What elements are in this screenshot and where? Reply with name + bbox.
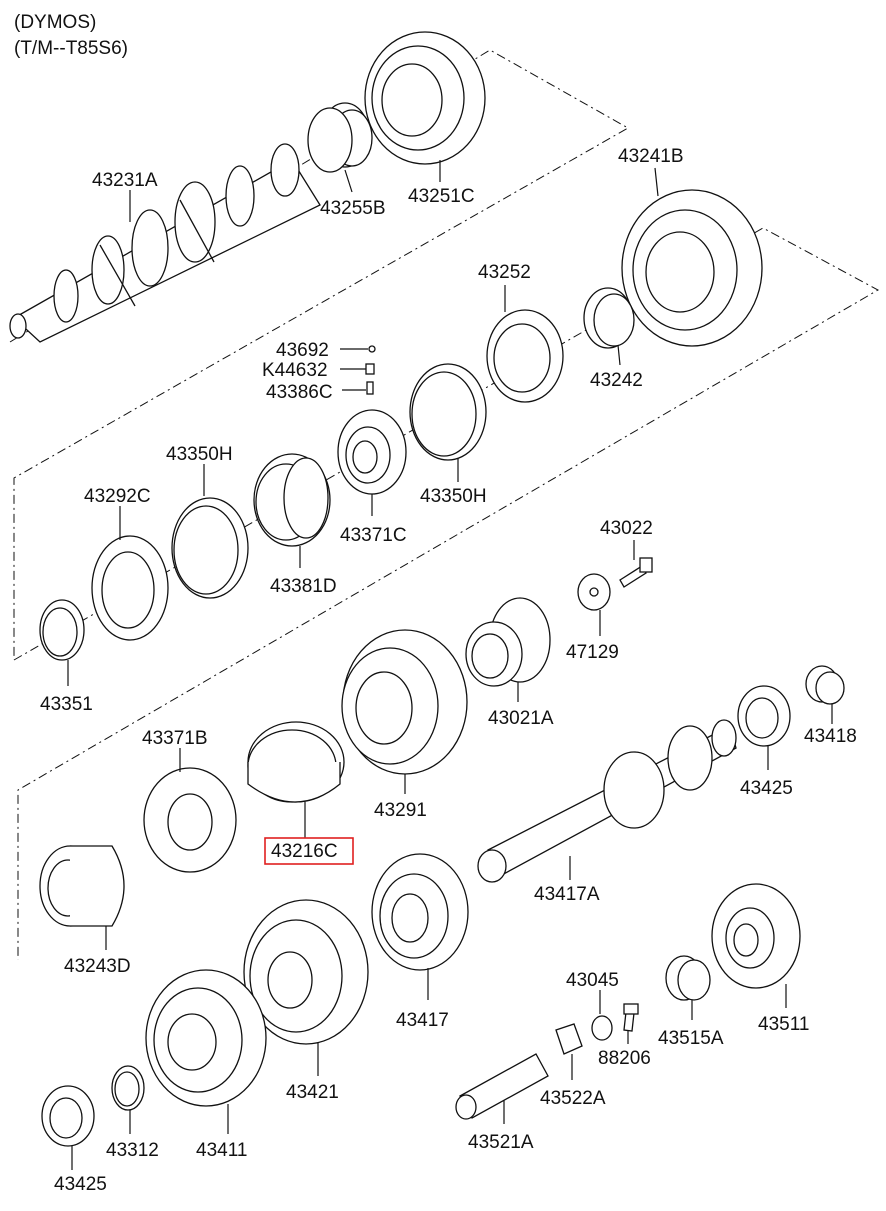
gear-43421[interactable] <box>243 899 369 1045</box>
label-43351[interactable]: 43351 <box>40 694 93 715</box>
ball-43692[interactable] <box>368 345 376 353</box>
spring-43386C[interactable] <box>366 381 374 395</box>
label-43022[interactable]: 43022 <box>600 518 653 539</box>
synchro-hub-43371C[interactable] <box>337 409 407 495</box>
gear-43251C[interactable] <box>364 31 486 165</box>
label-43231A[interactable]: 43231A <box>92 170 158 191</box>
ball-bearing-43425-left[interactable] <box>41 1085 95 1147</box>
key-K44632[interactable] <box>365 363 375 375</box>
label-43381D[interactable]: 43381D <box>270 576 337 597</box>
label-43350H-left[interactable]: 43350H <box>166 444 233 465</box>
o-ring-43045[interactable] <box>591 1015 613 1041</box>
label-43386C[interactable]: 43386C <box>266 382 333 403</box>
label-43243D[interactable]: 43243D <box>64 956 131 977</box>
leader-43242 <box>617 344 621 366</box>
label-43521A[interactable]: 43521A <box>468 1132 534 1153</box>
main-shaft-43231A[interactable] <box>9 143 321 343</box>
label-43216C[interactable]: 43216C <box>271 841 338 862</box>
label-43251C[interactable]: 43251C <box>408 186 475 207</box>
label-43417[interactable]: 43417 <box>396 1010 449 1031</box>
label-43425-right[interactable]: 43425 <box>740 778 793 799</box>
synchro-ring-43292C[interactable] <box>91 535 169 641</box>
needle-bearing-43242[interactable] <box>583 287 635 349</box>
label-43511[interactable]: 43511 <box>758 1014 809 1035</box>
label-43045[interactable]: 43045 <box>566 970 619 991</box>
label-43418[interactable]: 43418 <box>804 726 857 747</box>
label-43421[interactable]: 43421 <box>286 1082 339 1103</box>
gear-43511[interactable] <box>711 883 801 989</box>
synchro-ring-43350H-right[interactable] <box>409 363 487 461</box>
washer-47129[interactable] <box>577 573 611 611</box>
label-88206[interactable]: 88206 <box>598 1048 651 1069</box>
gear-43291[interactable] <box>341 629 468 775</box>
bearing-retainer-43021A[interactable] <box>465 597 551 687</box>
needle-bearing-43255B[interactable] <box>307 102 373 173</box>
synchro-ring-43252[interactable] <box>486 309 564 403</box>
label-43692[interactable]: 43692 <box>276 340 329 361</box>
label-43021A[interactable]: 43021A <box>488 708 554 729</box>
leader-43241B <box>654 167 659 197</box>
label-43425-left[interactable]: 43425 <box>54 1174 107 1195</box>
label-43255B[interactable]: 43255B <box>320 198 386 219</box>
bearing-43418[interactable] <box>805 665 845 705</box>
label-43242[interactable]: 43242 <box>590 370 643 391</box>
label-43411[interactable]: 43411 <box>196 1140 247 1161</box>
snap-ring-43351[interactable] <box>39 599 85 661</box>
label-47129[interactable]: 47129 <box>566 642 619 663</box>
idler-shaft-43521A[interactable] <box>455 1053 549 1120</box>
label-43312[interactable]: 43312 <box>106 1140 159 1161</box>
label-43515A[interactable]: 43515A <box>658 1028 724 1049</box>
needle-bearing-43216C[interactable] <box>247 721 345 803</box>
label-43292C[interactable]: 43292C <box>84 486 151 507</box>
header-maker: (DYMOS) <box>14 12 96 33</box>
label-43350H-right[interactable]: 43350H <box>420 486 487 507</box>
label-43252[interactable]: 43252 <box>478 262 531 283</box>
gear-43241B[interactable] <box>621 189 763 347</box>
label-43417A[interactable]: 43417A <box>534 884 600 905</box>
bearing-43243D[interactable] <box>39 845 125 927</box>
bolt-88206[interactable] <box>623 1003 639 1032</box>
label-43522A[interactable]: 43522A <box>540 1088 606 1109</box>
ball-bearing-43425-right[interactable] <box>737 685 791 747</box>
label-43371B[interactable]: 43371B <box>142 728 208 749</box>
sleeve-43381D[interactable] <box>253 453 331 547</box>
gear-43411[interactable] <box>145 969 267 1107</box>
highlight-box-43216C <box>264 837 354 865</box>
label-43241B[interactable]: 43241B <box>618 146 684 167</box>
counter-shaft-43417A[interactable] <box>477 719 737 883</box>
needle-bearing-43515A[interactable] <box>665 955 711 1001</box>
snap-ring-43312[interactable] <box>111 1065 145 1111</box>
bolt-43022[interactable] <box>619 557 653 588</box>
label-K44632[interactable]: K44632 <box>262 360 328 381</box>
gear-43371B[interactable] <box>143 767 237 873</box>
label-43371C[interactable]: 43371C <box>340 525 407 546</box>
leader-43255B <box>344 169 353 193</box>
synchro-ring-43350H-left[interactable] <box>171 497 249 599</box>
label-43291[interactable]: 43291 <box>374 800 427 821</box>
gear-43417[interactable] <box>371 853 469 971</box>
lock-plate-43522A[interactable] <box>555 1023 583 1055</box>
header-model: (T/M--T85S6) <box>14 38 128 59</box>
